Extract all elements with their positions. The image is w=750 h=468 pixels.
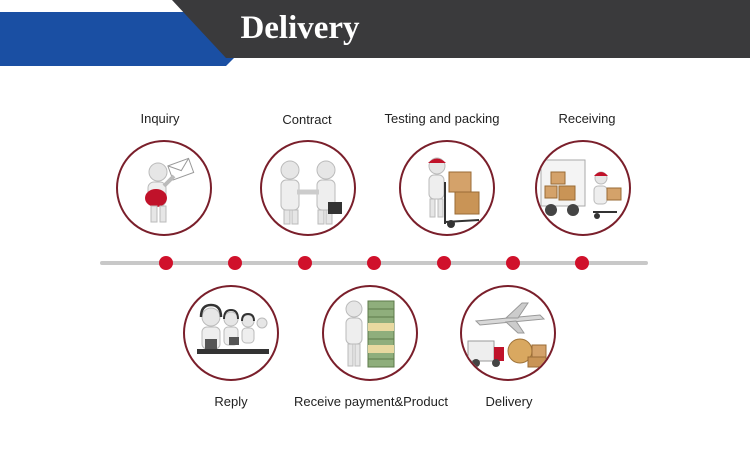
step-circle-receive-payment [322,285,418,381]
timeline-dot [437,256,451,270]
step-circle-inquiry [116,140,212,236]
step-label-delivery: Delivery [485,394,533,409]
timeline-dot [298,256,312,270]
step-label-receive-payment: Receive payment&Product [294,394,448,409]
handshake-icon [280,160,342,225]
timeline-dot [575,256,589,270]
step-label-reply: Reply [214,394,248,409]
packing-boxes-icon [428,157,480,228]
step-circle-testing-packing [399,140,495,236]
step-label-inquiry: Inquiry [140,111,180,126]
banner-background [0,0,750,66]
timeline-dot [506,256,520,270]
timeline-dot [159,256,173,270]
inquiry-mail-person-icon [145,157,195,223]
step-circle-contract [260,140,356,236]
timeline-dot [228,256,242,270]
truck-unloading-icon [540,159,622,219]
step-label-receiving: Receiving [558,111,616,126]
call-center-icon [197,303,269,354]
step-label-testing-packing: Testing and packing [384,111,500,126]
step-circle-delivery [460,285,556,381]
page-title: Delivery [240,10,360,46]
step-label-contract: Contract [282,112,332,127]
step-circle-receiving [535,140,631,236]
money-stack-icon [345,300,395,368]
plane-truck-globe-icon [467,302,547,368]
header-banner: Delivery [0,0,750,66]
step-circle-reply [183,285,279,381]
timeline-dot [367,256,381,270]
